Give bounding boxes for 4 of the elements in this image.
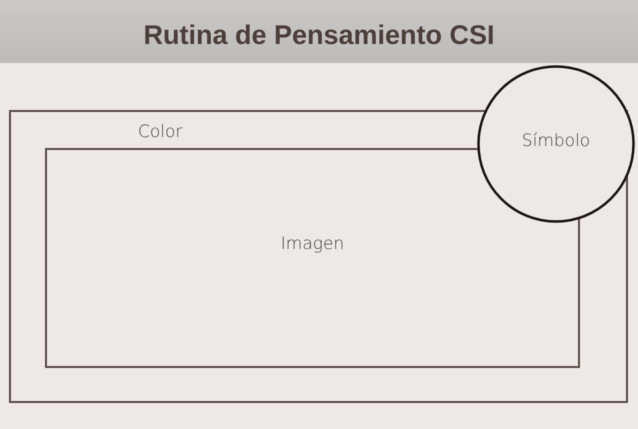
page-title: Rutina de Pensamiento CSI	[143, 20, 495, 51]
circle-label: Símbolo	[522, 131, 590, 151]
frame-label: Imagen	[280, 234, 344, 254]
frame-label: Color	[138, 122, 182, 142]
